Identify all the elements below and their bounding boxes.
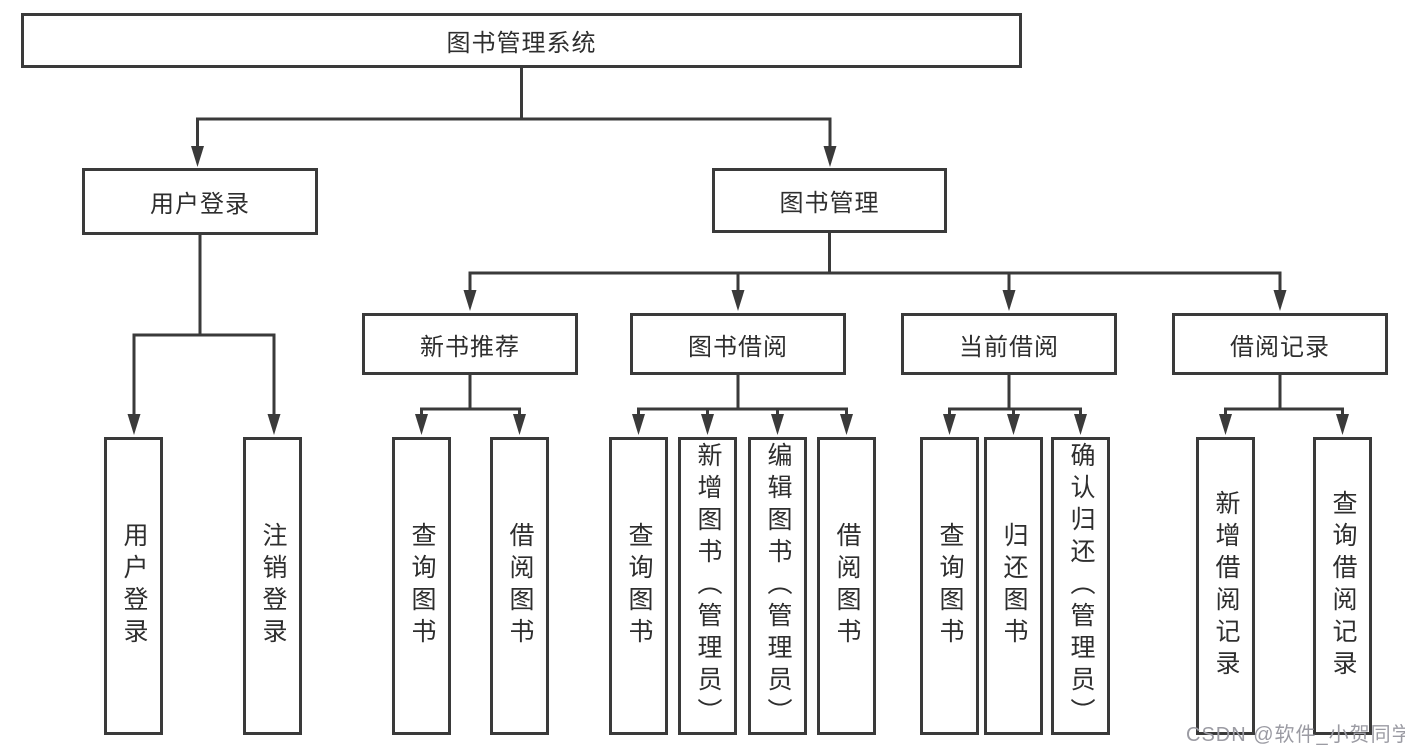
leaf-logout: 注销登录 [243, 437, 302, 735]
arrowheads [127, 146, 1349, 435]
node-book-management: 图书管理 [712, 168, 947, 233]
leaf-current-query: 查询图书 [920, 437, 979, 735]
leaf-user-login-label: 用户登录 [120, 522, 148, 650]
node-root: 图书管理系统 [21, 13, 1022, 68]
node-user-login: 用户登录 [82, 168, 318, 235]
leaf-newbook-query-label: 查询图书 [408, 522, 436, 650]
leaf-logout-label: 注销登录 [259, 522, 287, 650]
leaf-current-query-label: 查询图书 [936, 522, 964, 650]
node-borrow-records: 借阅记录 [1172, 313, 1388, 375]
node-book-management-label: 图书管理 [779, 190, 880, 217]
leaf-user-login: 用户登录 [104, 437, 163, 735]
leaf-newbook-borrow-label: 借阅图书 [506, 522, 534, 650]
leaf-records-add: 新增借阅记录 [1196, 437, 1255, 735]
leaf-current-confirm: 确认归还（管理员） [1051, 437, 1110, 735]
node-new-book-recommend: 新书推荐 [362, 313, 578, 375]
leaf-records-add-label: 新增借阅记录 [1212, 490, 1240, 682]
leaf-borrow-edit: 编辑图书（管理员） [748, 437, 807, 735]
leaf-borrow-add-label: 新增图书（管理员） [694, 442, 722, 730]
node-borrow-records-label: 借阅记录 [1230, 333, 1330, 361]
leaf-borrow-add: 新增图书（管理员） [678, 437, 737, 735]
leaf-records-query: 查询借阅记录 [1313, 437, 1372, 735]
node-current-borrow: 当前借阅 [901, 313, 1117, 375]
node-user-login-label: 用户登录 [150, 191, 250, 218]
leaf-newbook-borrow: 借阅图书 [490, 437, 549, 735]
leaf-borrow-borrow-label: 借阅图书 [833, 522, 861, 650]
node-current-borrow-label: 当前借阅 [959, 333, 1059, 361]
watermark: CSDN @软件_小贺同学 [1186, 724, 1405, 746]
node-book-borrow: 图书借阅 [630, 313, 846, 375]
node-new-book-recommend-label: 新书推荐 [420, 333, 520, 361]
leaf-borrow-edit-label: 编辑图书（管理员） [764, 442, 792, 730]
leaf-current-return-label: 归还图书 [1000, 522, 1028, 650]
leaf-borrow-query: 查询图书 [609, 437, 668, 735]
leaf-records-query-label: 查询借阅记录 [1329, 490, 1357, 682]
leaf-borrow-query-label: 查询图书 [625, 522, 653, 650]
leaf-current-confirm-label: 确认归还（管理员） [1067, 442, 1095, 730]
node-root-label: 图书管理系统 [446, 30, 597, 57]
leaf-newbook-query: 查询图书 [392, 437, 451, 735]
leaf-borrow-borrow: 借阅图书 [817, 437, 876, 735]
node-book-borrow-label: 图书借阅 [688, 333, 788, 361]
leaf-current-return: 归还图书 [984, 437, 1043, 735]
